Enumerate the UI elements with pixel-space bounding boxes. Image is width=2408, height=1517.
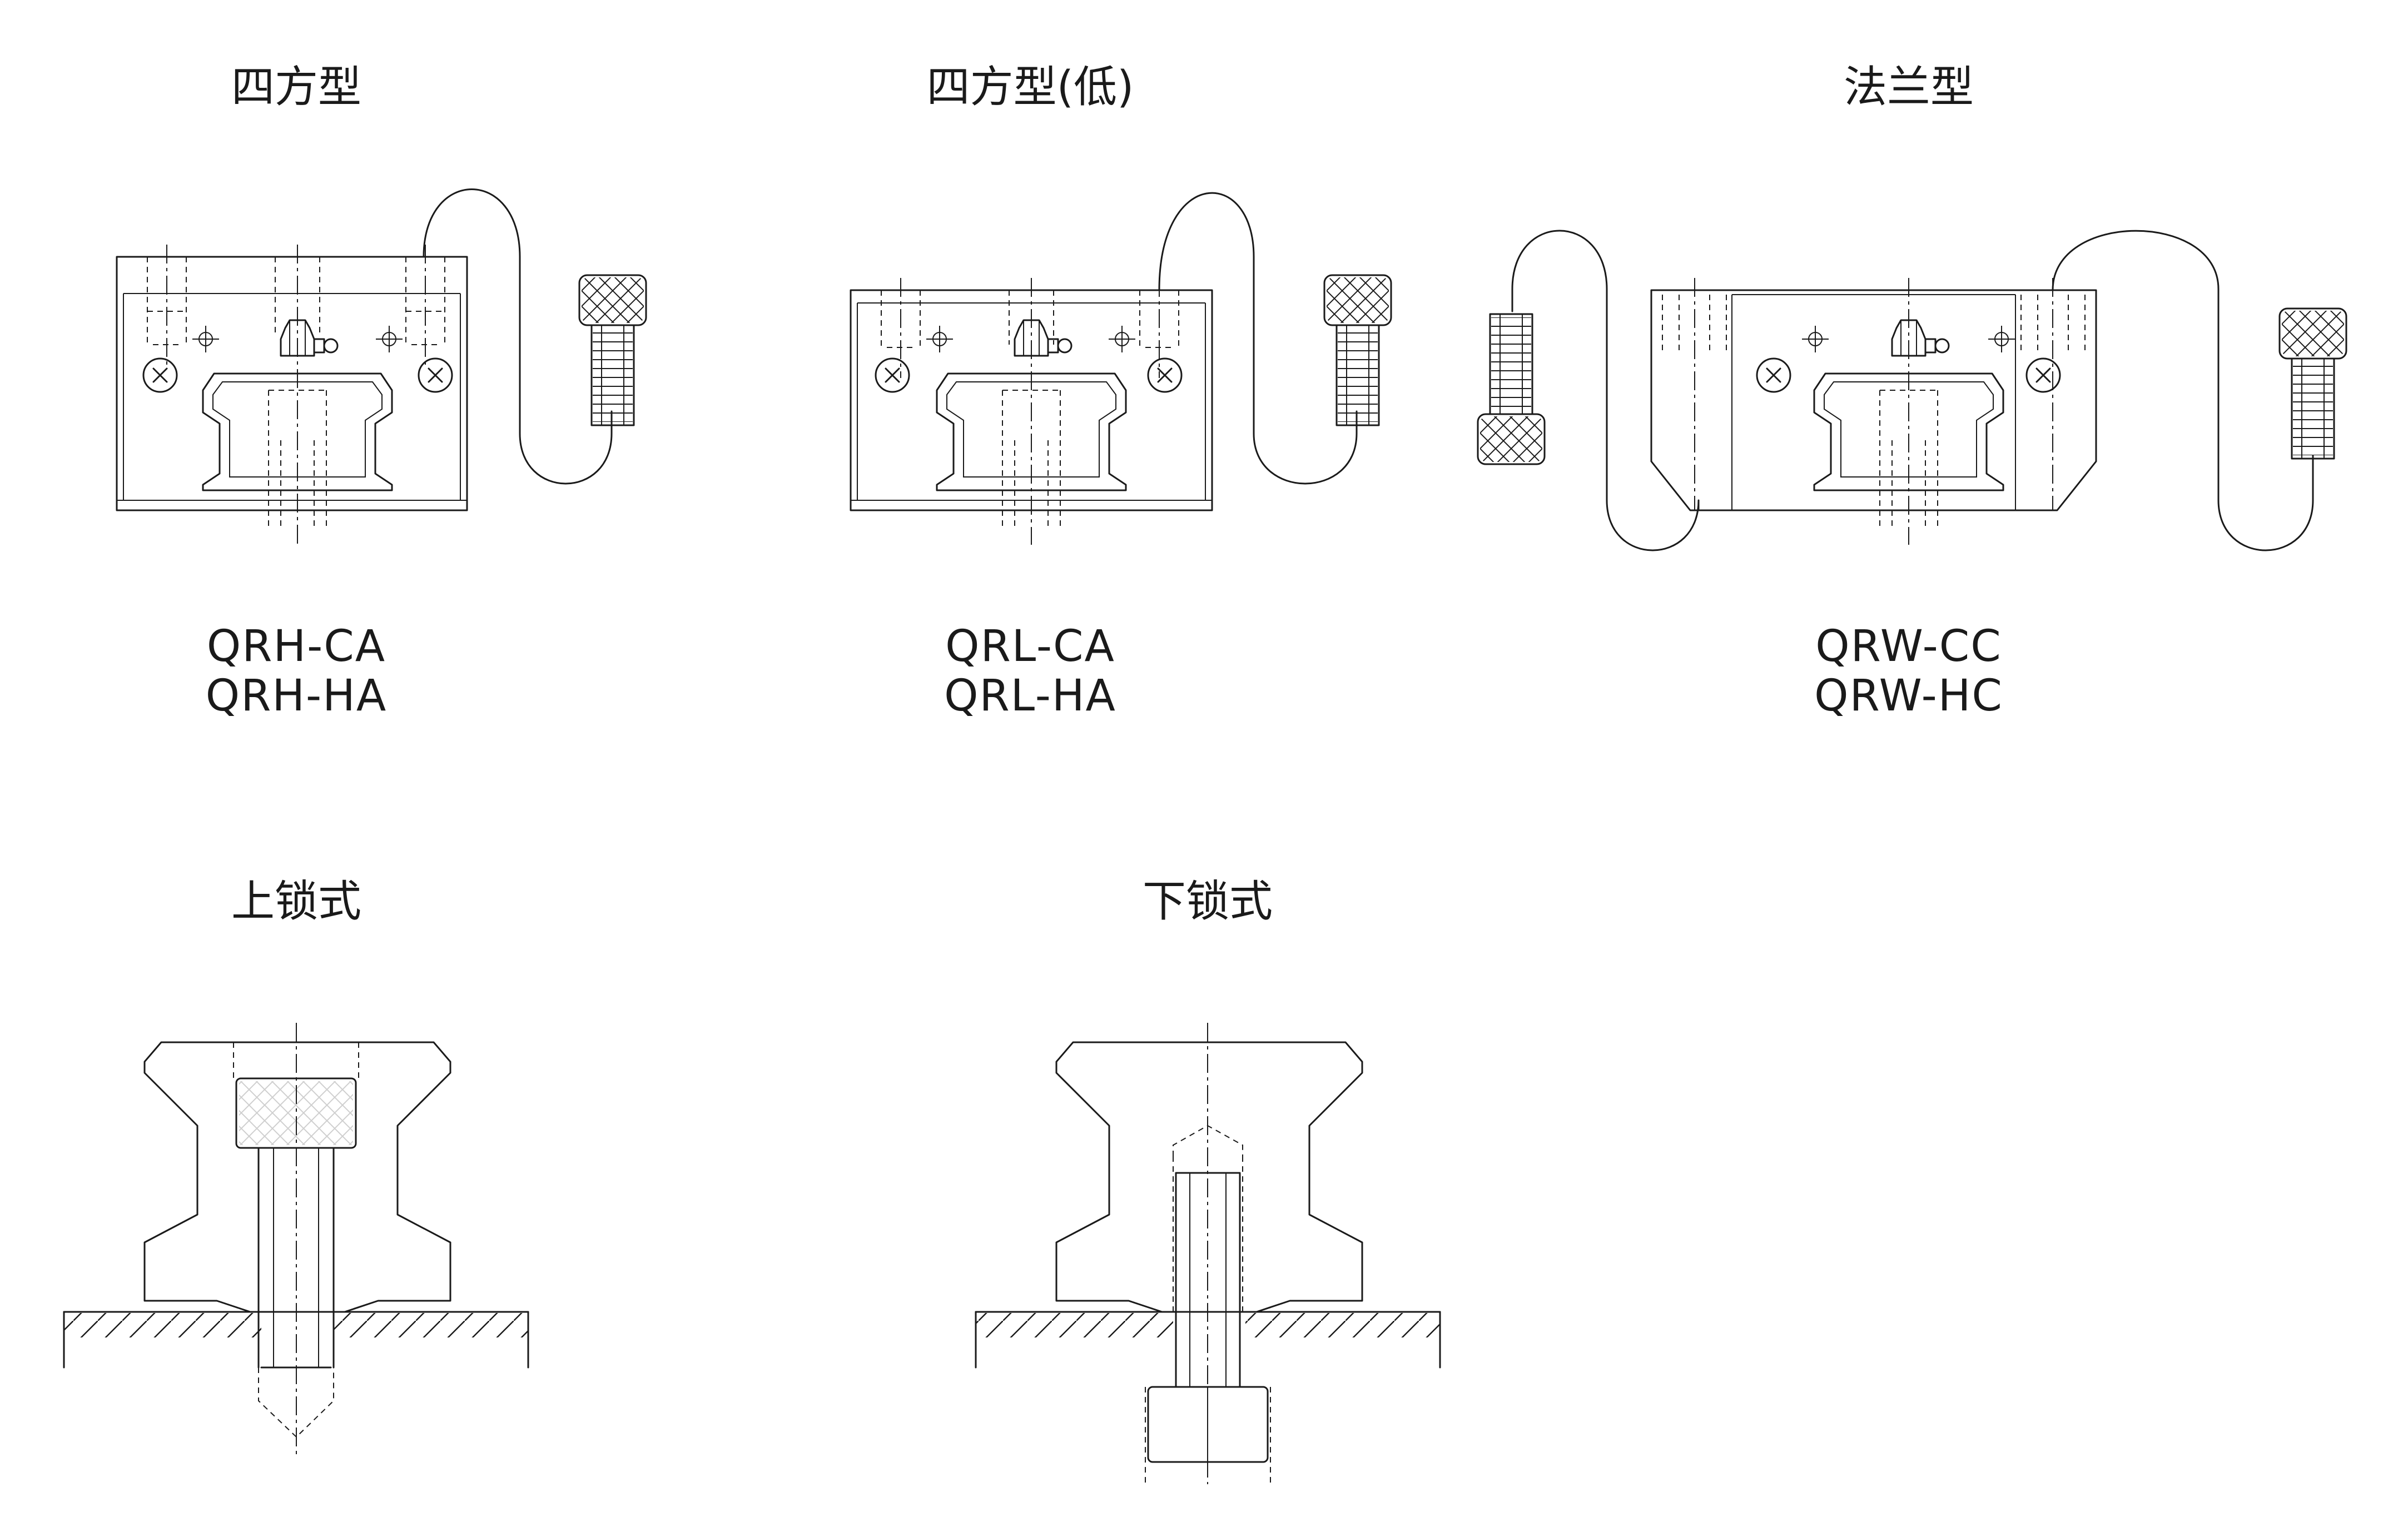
title-square-low-type: 四方型(低) — [926, 62, 1134, 112]
model-qrh-ca: QRH-CA — [206, 621, 386, 672]
model-qrh-ha: QRH-HA — [205, 671, 388, 721]
model-qrw-cc: QRW-CC — [1815, 621, 2002, 672]
title-square-type: 四方型 — [231, 62, 362, 112]
model-qrl-ca: QRL-CA — [945, 621, 1115, 672]
title-bottom-lock: 下锁式 — [1142, 877, 1273, 927]
bottom-lock-drawing — [975, 1023, 1441, 1484]
block-qrl-drawing — [850, 192, 1392, 545]
model-qrw-hc: QRW-HC — [1814, 671, 2003, 721]
title-top-lock: 上锁式 — [231, 877, 362, 927]
top-lock-drawing — [63, 1023, 529, 1456]
model-qrl-ha: QRL-HA — [944, 671, 1116, 721]
block-qrw-drawing — [1477, 230, 2347, 551]
title-flange-type: 法兰型 — [1843, 62, 1974, 112]
block-qrh-drawing — [116, 188, 647, 545]
